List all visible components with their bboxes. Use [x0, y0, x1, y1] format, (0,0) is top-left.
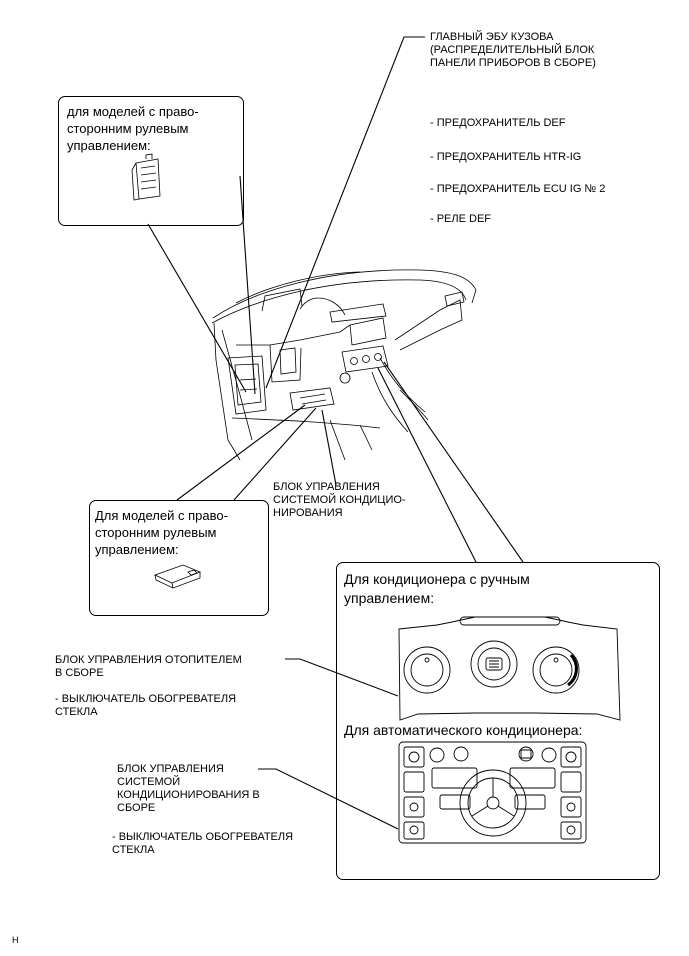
climate-callout-box — [336, 562, 660, 880]
leader-rhd-bottom-2 — [233, 407, 317, 501]
leader-main-ecu — [265, 36, 425, 389]
dashboard-illustration — [211, 269, 477, 461]
heater-ctrl-switch: - ВЫКЛЮЧАТЕЛЬ ОБОГРЕВАТЕЛЯ СТЕКЛА — [55, 693, 237, 718]
ac-ecu-icon — [153, 564, 202, 589]
ac-ctrl-label: БЛОК УПРАВЛЕНИЯ СИСТЕМОЙ КОНДИЦИОНИРОВАН… — [117, 763, 260, 814]
manual-ac-title: Для кондиционера с ручным управлением: — [344, 571, 530, 606]
rhd-callout-box-top — [58, 96, 244, 226]
manual-heater-panel — [398, 616, 621, 721]
leader-ac-ctrl — [258, 768, 399, 830]
figure-code: H — [12, 935, 19, 945]
fuse-block-icon — [131, 153, 161, 201]
fuse-def-item: - ПРЕДОХРАНИТЕЛЬ DEF — [430, 117, 566, 129]
rhd-top-text: для моделей с право- сторонним рулевым у… — [67, 104, 199, 153]
leader-climate-2 — [383, 361, 524, 563]
leader-rhd-top-2 — [239, 175, 256, 395]
auto-ac-title: Для автоматического кондиционера: — [344, 722, 583, 738]
ac-ctrl-switch: - ВЫКЛЮЧАТЕЛЬ ОБОГРЕВАТЕЛЯ СТЕКЛА — [112, 831, 294, 856]
ac-ecu-label: БЛОК УПРАВЛЕНИЯ СИСТЕМОЙ КОНДИЦИО- НИРОВ… — [273, 481, 406, 519]
rhd-callout-box-bottom — [89, 500, 269, 616]
heater-ctrl-label: БЛОК УПРАВЛЕНИЯ ОТОПИТЕЛЕМ В СБОРЕ — [55, 654, 242, 679]
fuse-ecu-ig-item: - ПРЕДОХРАНИТЕЛЬ ECU IG № 2 — [430, 183, 606, 195]
fuse-htr-ig-item: - ПРЕДОХРАНИТЕЛЬ HTR-IG — [430, 151, 582, 163]
relay-def-item: - РЕЛЕ DEF — [430, 213, 492, 225]
leader-rhd-top-1 — [147, 223, 247, 393]
leader-climate-1 — [377, 367, 477, 563]
leader-heater — [285, 658, 399, 697]
main-ecu-label: ГЛАВНЫЙ ЭБУ КУЗОВА (РАСПРЕДЕЛИТЕЛЬНЫЙ БЛ… — [430, 31, 596, 69]
auto-ac-panel — [398, 741, 587, 844]
rhd-bottom-text: Для моделей с право- сторонним рулевым у… — [95, 508, 228, 557]
leader-ac-ecu — [321, 409, 337, 486]
